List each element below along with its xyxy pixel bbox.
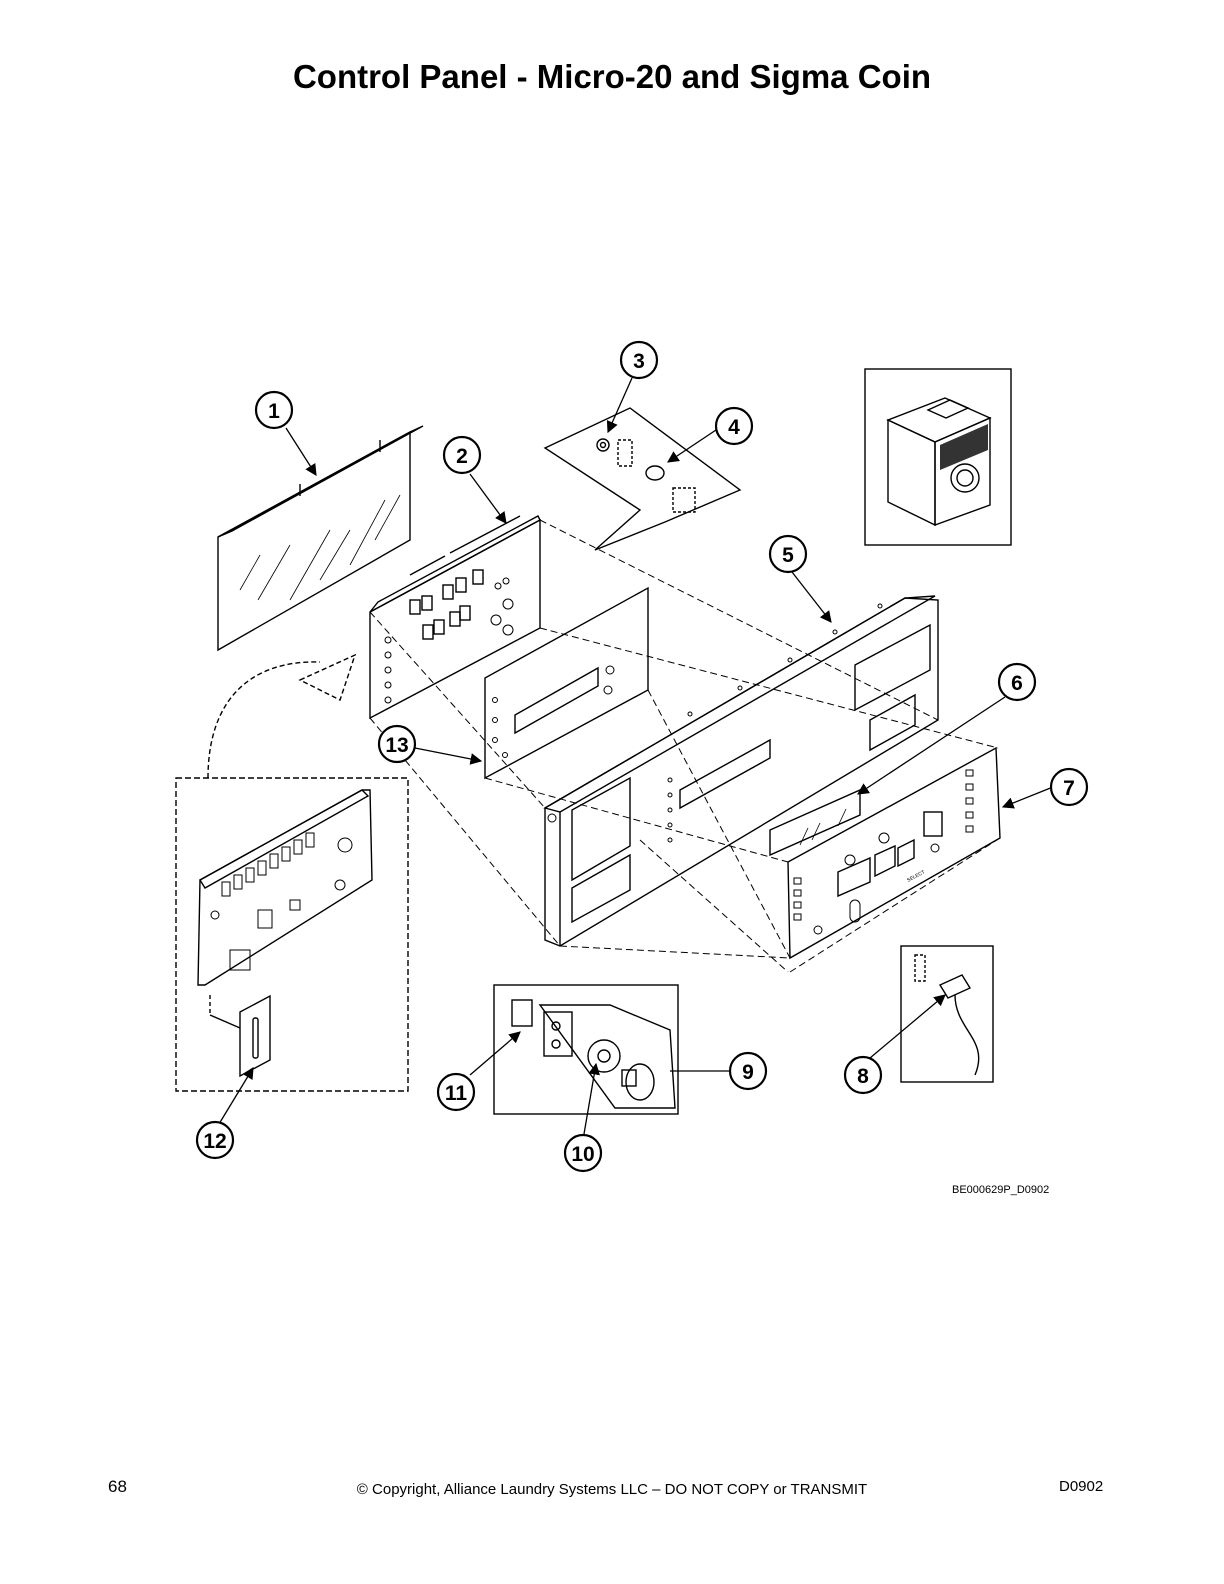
callout-3: 3 (619, 340, 659, 380)
callout-6: 6 (997, 662, 1037, 702)
svg-text:1: 1 (268, 400, 280, 423)
svg-text:5: 5 (782, 544, 794, 567)
copyright-notice: © Copyright, Alliance Laundry Systems LL… (356, 1481, 868, 1498)
svg-text:2: 2 (456, 445, 468, 468)
svg-text:7: 7 (1063, 777, 1075, 800)
svg-text:12: 12 (203, 1130, 226, 1153)
control-board-inset (175, 777, 409, 1092)
callout-5: 5 (768, 534, 808, 574)
svg-text:13: 13 (385, 734, 408, 757)
callout-2: 2 (442, 435, 482, 475)
part-6-lens (769, 788, 861, 857)
page-number: 68 (108, 1477, 127, 1496)
figure-id: BE000629P_D0902 (952, 1184, 1050, 1196)
svg-text:8: 8 (857, 1065, 869, 1088)
svg-text:10: 10 (571, 1143, 594, 1166)
part-7-control-overlay: SELECT (787, 746, 1001, 960)
callout-9: 9 (728, 1051, 768, 1091)
callout-11: 11 (436, 1072, 476, 1112)
callouts: 1 2 3 4 5 6 7 8 (195, 340, 1089, 1173)
callout-8: 8 (843, 1055, 883, 1095)
svg-text:6: 6 (1011, 672, 1023, 695)
document-code: D0902 (1059, 1478, 1104, 1495)
callout-4: 4 (714, 406, 754, 446)
page-title: Control Panel - Micro-20 and Sigma Coin (292, 58, 932, 95)
part-5-panel-frame (543, 595, 939, 947)
washer-inset (864, 368, 1012, 546)
part-2-display-board (369, 515, 541, 720)
svg-text:9: 9 (742, 1061, 754, 1084)
svg-text:3: 3 (633, 350, 645, 373)
parts-3-4-inset (543, 407, 742, 551)
part-1-overlay (217, 425, 424, 652)
inset-reference-arrow (207, 653, 357, 779)
leader-lines (218, 377, 1054, 1135)
part-13-bracket (484, 586, 649, 780)
part-8-inset (900, 945, 994, 1083)
parts-9-10-11-inset (493, 984, 679, 1115)
callout-7: 7 (1049, 767, 1089, 807)
callout-1: 1 (254, 390, 294, 430)
callout-13: 13 (377, 724, 417, 764)
callout-12: 12 (195, 1120, 235, 1160)
exploded-guide-lines (369, 519, 1001, 973)
svg-text:4: 4 (728, 416, 740, 439)
svg-text:11: 11 (445, 1082, 468, 1105)
callout-10: 10 (563, 1133, 603, 1173)
